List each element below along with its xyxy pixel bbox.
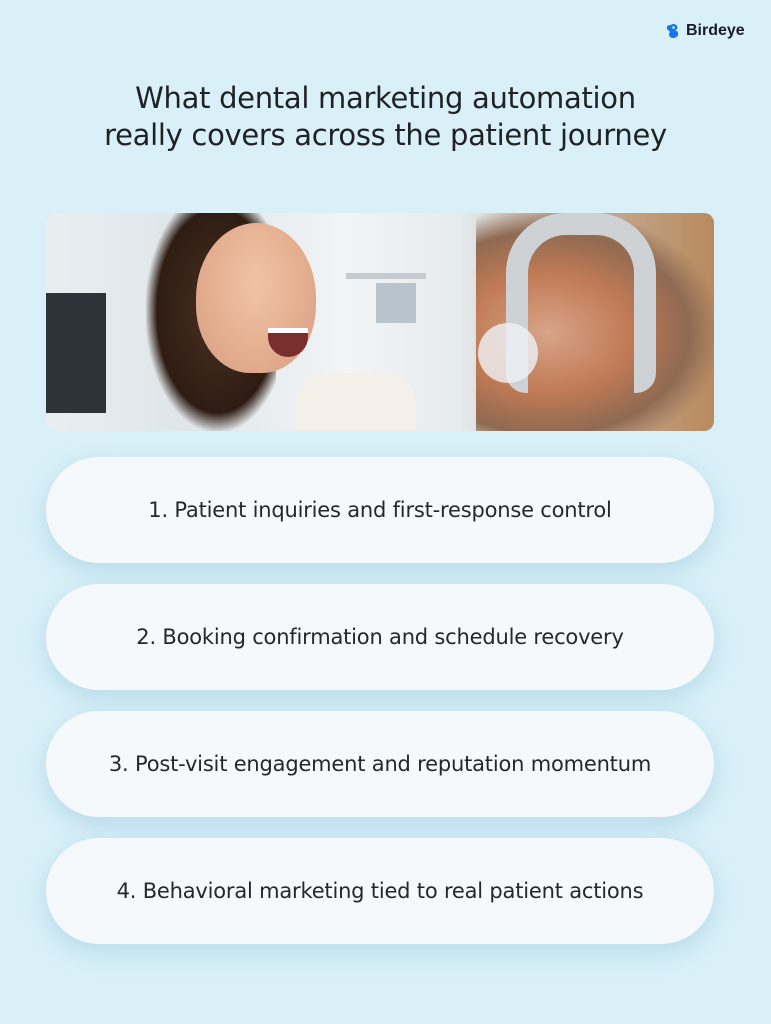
dental-exam-photo xyxy=(46,213,714,431)
page-title: What dental marketing automation really … xyxy=(0,80,771,154)
birdeye-logo: Birdeye xyxy=(666,22,745,40)
photo-cabinet xyxy=(46,293,106,413)
list-item: 4. Behavioral marketing tied to real pat… xyxy=(46,838,714,944)
title-line-1: What dental marketing automation xyxy=(135,81,636,115)
list-item-label: 3. Post-visit engagement and reputation … xyxy=(108,752,652,776)
photo-mask xyxy=(478,323,538,383)
list-item: 2. Booking confirmation and schedule rec… xyxy=(46,584,714,690)
list-item-label: 1. Patient inquiries and first-response … xyxy=(148,498,612,522)
list-item: 1. Patient inquiries and first-response … xyxy=(46,457,714,563)
brand-name: Birdeye xyxy=(686,22,745,39)
list-item: 3. Post-visit engagement and reputation … xyxy=(46,711,714,817)
photo-shelf xyxy=(346,273,426,279)
list-item-label: 4. Behavioral marketing tied to real pat… xyxy=(116,879,644,903)
photo-box xyxy=(376,283,416,323)
title-line-2: really covers across the patient journey xyxy=(104,118,667,152)
photo-headband xyxy=(506,213,656,393)
photo-glove xyxy=(296,373,416,431)
birdeye-bird-icon xyxy=(667,24,679,38)
list-item-label: 2. Booking confirmation and schedule rec… xyxy=(136,625,624,649)
